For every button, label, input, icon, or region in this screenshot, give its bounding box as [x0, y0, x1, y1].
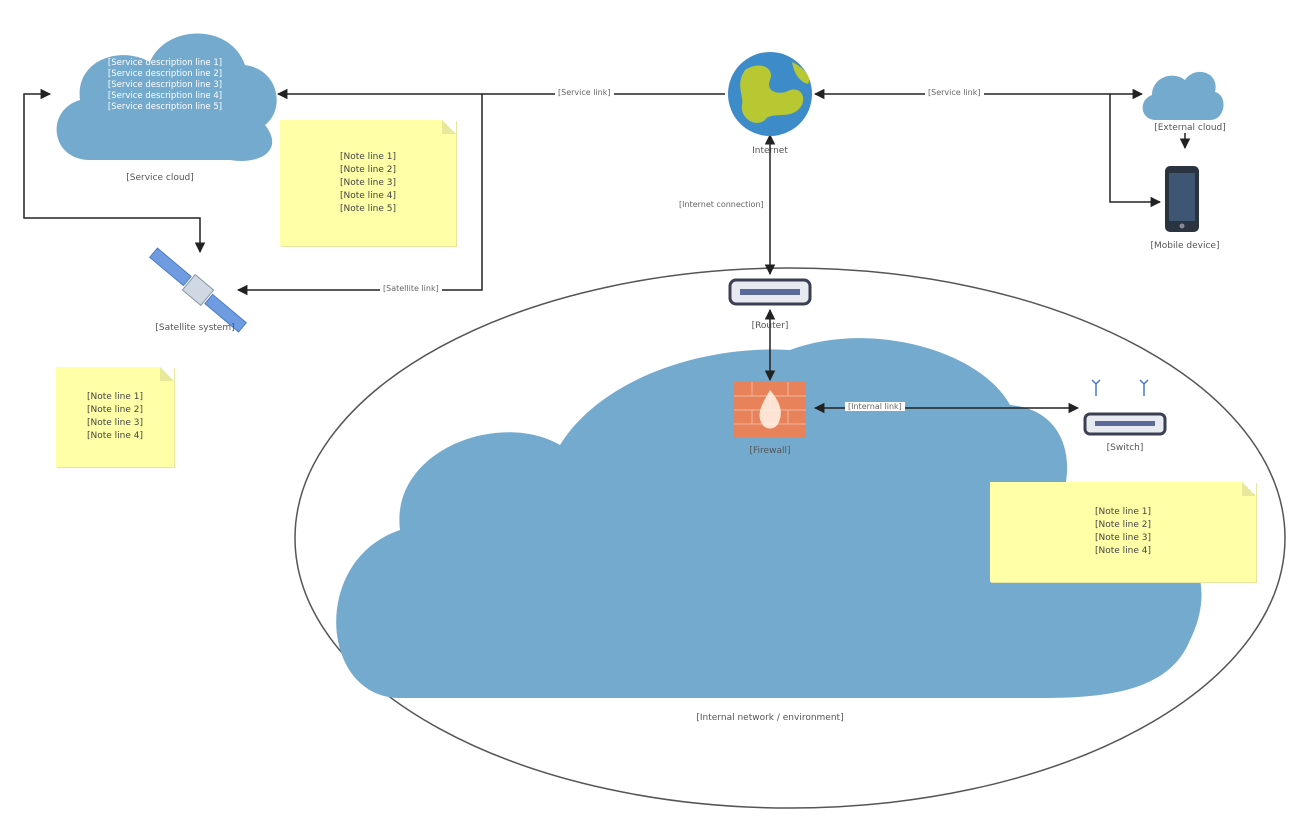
- cloud-text-line: [Service description line 3]: [107, 80, 223, 90]
- cloud-text-line: [Service description line 4]: [107, 91, 223, 101]
- edge-to-satellite: [236, 94, 483, 296]
- note-line: [Note line 3]: [339, 177, 397, 188]
- edge-label-internet-cloud: [Service link]: [555, 88, 614, 97]
- edge-to-phone: [1109, 94, 1162, 208]
- phone-label: [Mobile device]: [1150, 241, 1220, 251]
- cloud-text-line: [Service description line 2]: [107, 69, 223, 79]
- globe-icon[interactable]: [728, 52, 812, 136]
- note-line: [Note line 3]: [86, 418, 144, 428]
- cloud-text-line: [Service description line 5]: [107, 102, 223, 112]
- note-fold: [160, 367, 174, 381]
- satellite-icon[interactable]: [147, 245, 249, 335]
- note-line: [Note line 2]: [86, 405, 144, 415]
- service-cloud-label: [Service cloud]: [126, 173, 194, 183]
- edge-label-internet-right: [Service link]: [925, 88, 984, 97]
- satellite-label: [Satellite system]: [155, 323, 235, 333]
- note-line: [Note line 4]: [339, 190, 397, 201]
- note-line: [Note line 1]: [339, 151, 397, 162]
- main-cloud-label: [Internal network / environment]: [696, 713, 844, 723]
- internet-label: Internet: [752, 146, 788, 156]
- sticky-note-2: [Note line 1] [Note line 2] [Note line 3…: [56, 367, 174, 467]
- network-boundary-ellipse: [294, 267, 1286, 809]
- firewall-icon[interactable]: [734, 382, 806, 438]
- note-line: [Note line 4]: [1094, 546, 1152, 556]
- router-label: [Router]: [751, 321, 789, 331]
- external-cloud-label: [External cloud]: [1154, 123, 1226, 133]
- note-line: [Note line 5]: [339, 203, 397, 214]
- router-icon[interactable]: [728, 278, 812, 306]
- external-cloud-shape: [1142, 71, 1224, 120]
- switch-icon[interactable]: [1083, 379, 1167, 436]
- note-fold: [1242, 482, 1256, 496]
- edge-label-internet-router: [Internet connection]: [676, 200, 767, 209]
- edge-cloud-satellite: [23, 88, 206, 254]
- note-line: [Note line 4]: [86, 431, 144, 441]
- note-line: [Note line 1]: [86, 392, 144, 402]
- note-line: [Note line 2]: [1094, 520, 1152, 530]
- cloud-text-line: [Service description line 1]: [107, 58, 223, 68]
- note-fold: [442, 120, 456, 134]
- note-line: [Note line 1]: [1094, 507, 1152, 517]
- note-line: [Note line 2]: [339, 164, 397, 175]
- firewall-label: [Firewall]: [749, 446, 791, 456]
- note-line: [Note line 3]: [1094, 533, 1152, 543]
- sticky-note-3: [Note line 1] [Note line 2] [Note line 3…: [990, 482, 1256, 582]
- edge-label-firewall-switch: [Internal link]: [845, 402, 905, 411]
- phone-icon[interactable]: [1165, 166, 1199, 232]
- switch-label: [Switch]: [1106, 443, 1144, 453]
- edge-label-satellite: [Satellite link]: [380, 284, 442, 293]
- main-cloud-shape: [336, 338, 1202, 698]
- service-cloud-text: [Service description line 1] [Service de…: [100, 58, 230, 113]
- sticky-note-1: [Note line 1] [Note line 2] [Note line 3…: [280, 120, 456, 246]
